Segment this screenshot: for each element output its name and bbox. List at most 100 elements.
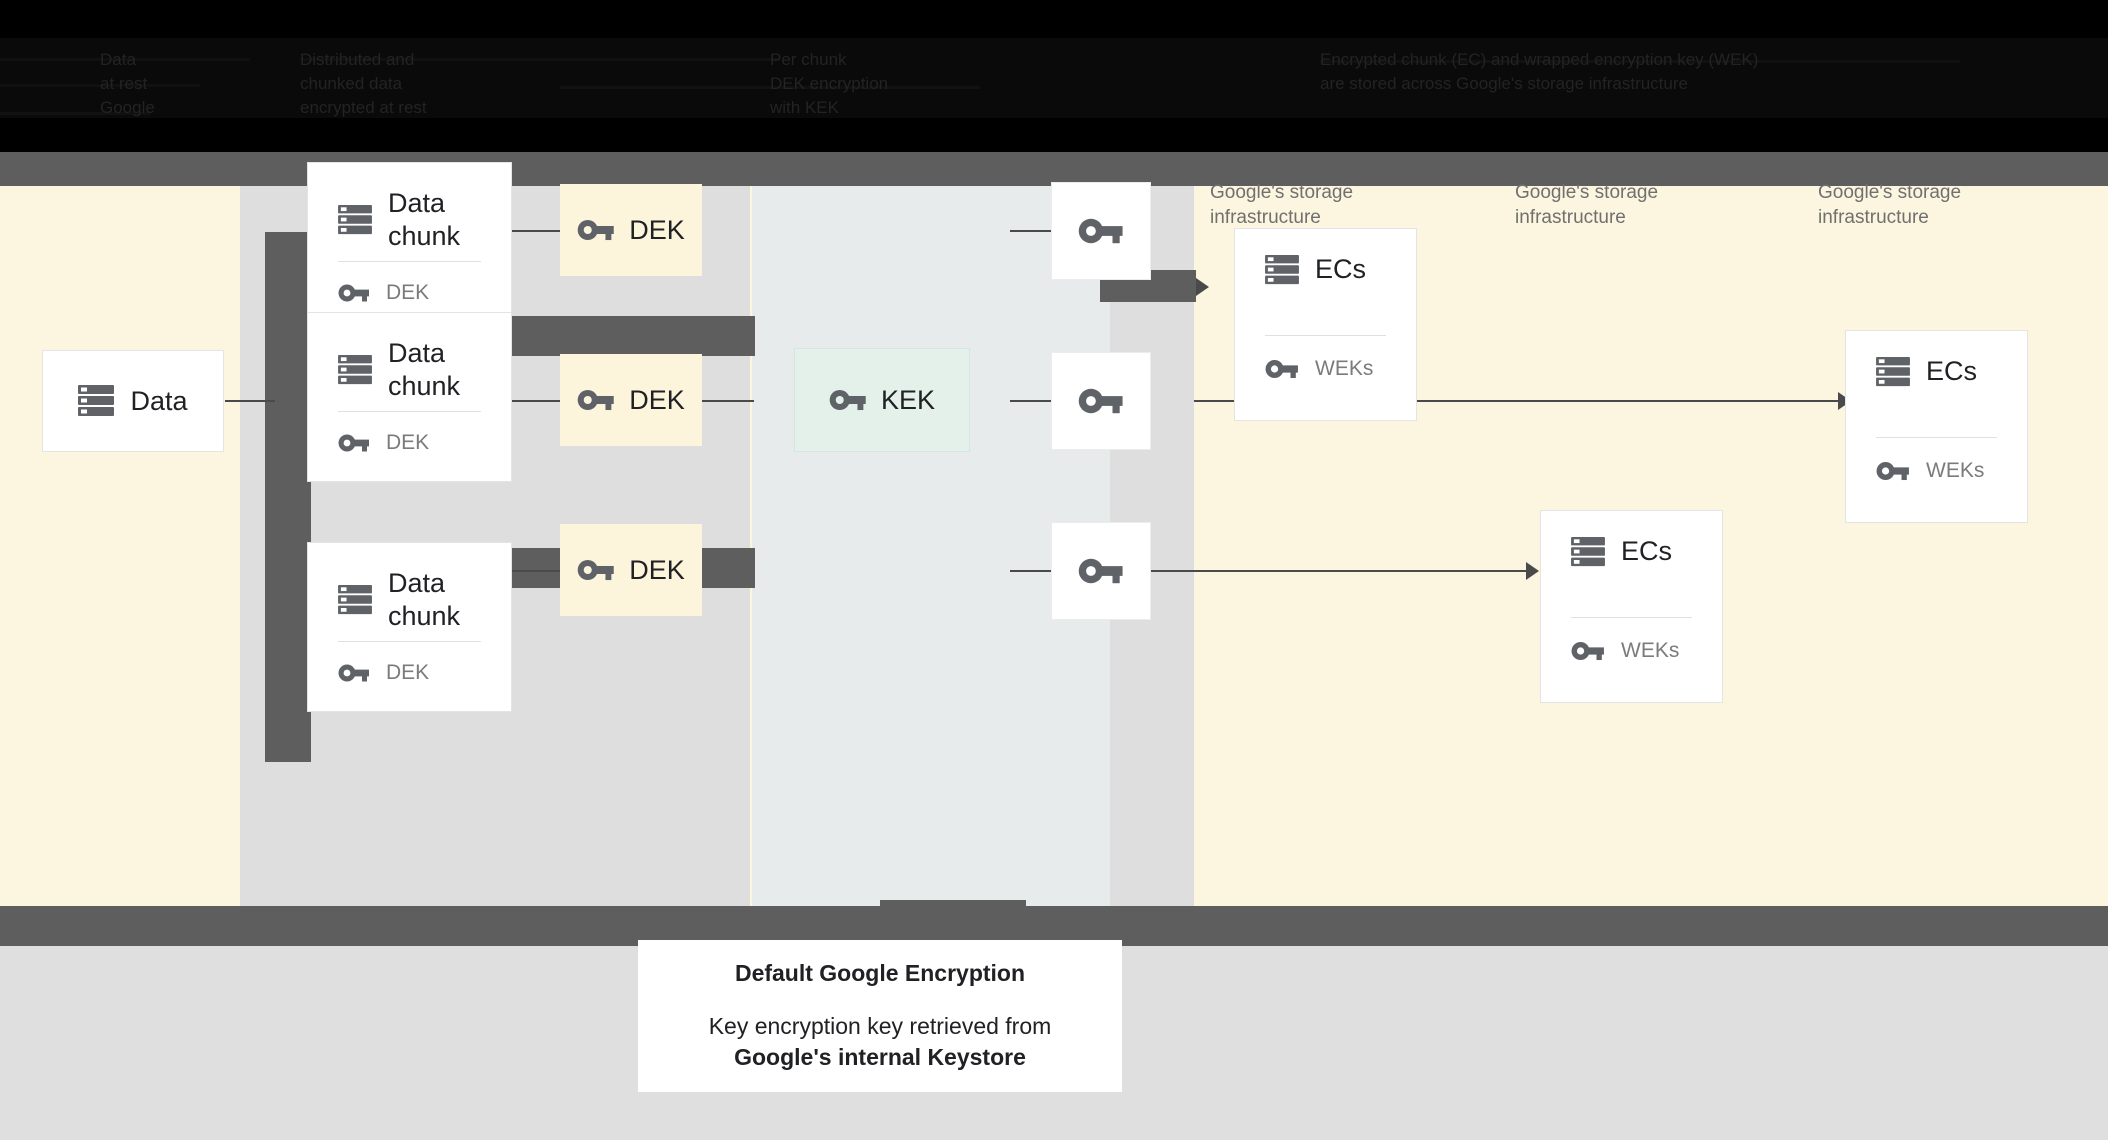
obscured-header-band: Data at rest Google Distributed and chun… [0,0,2108,152]
caption-line-1: Key encryption key retrieved from [708,1012,1052,1039]
card-divider [338,411,481,412]
card-data-source[interactable]: Data [42,350,224,452]
card-chunk-foot-label: DEK [386,431,430,454]
wire-chunk1-to-dek1 [512,230,560,232]
card-chunk-foot-label: DEK [386,661,430,684]
card-ecs-footer: WEKs [1876,459,1984,483]
server-icon [338,354,372,386]
header-stripe [300,58,780,61]
card-data-chunk-2[interactable]: Data chunk DEK [307,312,512,482]
caption-title: Default Google Encryption [734,959,1026,986]
key-icon [338,282,370,304]
card-ecs-footer: WEKs [1571,639,1679,663]
card-ecs-footer: WEKs [1265,357,1373,381]
tile-wrapped-key-3[interactable] [1051,522,1151,620]
chip-kek-label: KEK [880,384,936,415]
caption-box: Default Google Encryption Key encryption… [638,940,1122,1092]
wire-chunk3-to-dek3 [512,570,560,572]
tile-wrapped-key-2[interactable] [1051,352,1151,450]
server-icon [338,204,372,236]
header-inner [0,38,2108,118]
header-stripe [560,86,980,89]
card-divider [338,261,481,262]
arrowhead-ec-top [1196,278,1209,296]
caption-body: Key encryption key retrieved from Google… [709,1011,1052,1073]
card-ecs-title: ECs [1621,536,1673,566]
key-icon [1078,215,1124,247]
wire-to-ec-bottom [1110,570,1530,572]
header-column-2: Distributed and chunked data encrypted a… [300,50,427,117]
key-icon [577,217,615,243]
card-divider [1265,335,1386,336]
key-icon [577,557,615,583]
chip-dek-3[interactable]: DEK [560,524,702,616]
key-icon [1265,357,1299,381]
card-data-source-title: Data [130,385,188,416]
card-ecs-foot-label: WEKs [1621,639,1680,662]
storage-label-2: Google's storage infrastructure [1515,182,1659,228]
header-stripe [1320,60,1960,63]
chip-kek[interactable]: KEK [794,348,970,452]
card-data-chunk-3[interactable]: Data chunk DEK [307,542,512,712]
chip-dek-label: DEK [629,214,685,245]
wire-chunk2-to-dek2 [512,400,560,402]
card-ecs-foot-label: WEKs [1926,459,1985,482]
server-icon [338,584,372,616]
key-icon [1571,639,1605,663]
caption-line-2: Google's internal Keystore [734,1043,1026,1070]
key-icon [338,432,370,454]
card-chunk-header: Data chunk [308,543,511,633]
card-ecs-3[interactable]: ECs WEKs [1845,330,2028,523]
wire-stub-wrapped3 [1010,570,1060,572]
card-chunk-title: Data chunk [388,338,461,401]
card-chunk-footer: DEK [338,281,429,305]
card-ecs-foot-label: WEKs [1315,357,1374,380]
arrowhead-ec-bottom [1526,562,1539,580]
chip-dek-label: DEK [629,384,685,415]
key-icon [338,662,370,684]
wire-data-to-spine [225,400,275,402]
card-ecs-title: ECs [1926,356,1978,386]
key-icon [1078,555,1124,587]
diagram-canvas: Data Data chunk [0,162,2108,906]
server-icon [1876,356,1910,388]
card-chunk-title: Data chunk [388,568,461,631]
header-column-4: Encrypted chunk (EC) and wrapped encrypt… [1320,50,1759,93]
chip-dek-2[interactable]: DEK [560,354,702,446]
card-divider [338,641,481,642]
header-column-1: Data at rest Google [100,50,155,117]
card-chunk-title: Data chunk [388,188,461,251]
server-icon [78,384,115,418]
key-icon [1078,385,1124,417]
server-icon [1571,536,1605,568]
card-chunk-header: Data chunk [308,313,511,403]
header-column-3: Per chunk DEK encryption with KEK [770,50,889,117]
header-stripe [0,84,200,87]
card-ecs-header: ECs [1235,229,1416,286]
wire-dek2-to-kek [702,400,754,402]
key-icon [577,387,615,413]
card-chunk-header: Data chunk [308,163,511,253]
wire-kek-to-wrapped2 [1010,400,1060,402]
key-icon [829,387,867,413]
card-ecs-2[interactable]: ECs WEKs [1540,510,1723,703]
key-icon [1876,459,1910,483]
card-ecs-title: ECs [1315,254,1367,284]
chip-dek-label: DEK [629,554,685,585]
header-stripe [0,112,150,115]
tile-wrapped-key-1[interactable] [1051,182,1151,280]
card-ecs-1[interactable]: ECs WEKs [1234,228,1417,421]
storage-label-1: Google's storage infrastructure [1210,182,1354,228]
storage-label-3: Google's storage infrastructure [1818,182,1962,228]
chip-dek-1[interactable]: DEK [560,184,702,276]
bottom-grey-band [0,906,2108,946]
card-data-chunk-1[interactable]: Data chunk DEK [307,162,512,332]
card-divider [1876,437,1997,438]
server-icon [1265,254,1299,286]
wire-to-ec-right [1194,400,1842,402]
card-divider [1571,617,1692,618]
card-ecs-header: ECs [1541,511,1722,568]
card-chunk-foot-label: DEK [386,281,430,304]
fanout-spine-lower [265,566,311,756]
